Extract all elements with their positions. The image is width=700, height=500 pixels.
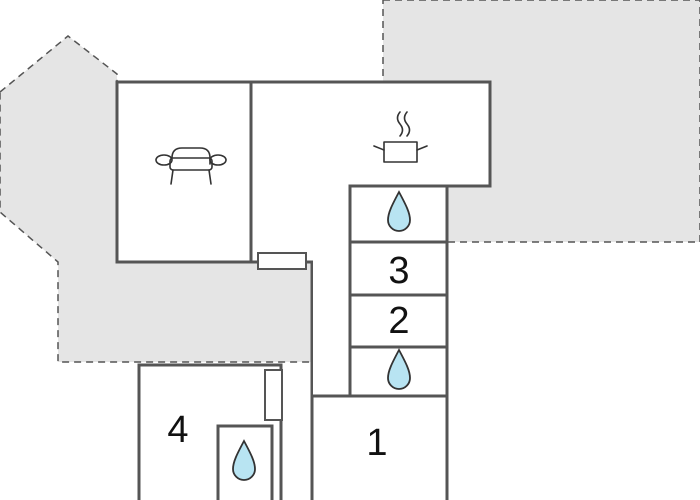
door-living xyxy=(257,252,307,270)
water-drop-icon xyxy=(387,190,411,232)
water-drop-icon xyxy=(232,439,256,481)
water-drop-icon xyxy=(387,348,411,390)
cooking-pot-icon xyxy=(373,111,428,163)
door-room-4 xyxy=(264,369,283,421)
sofa-icon xyxy=(155,147,227,185)
room-3-box xyxy=(348,240,449,297)
room-1-box xyxy=(310,394,449,500)
room-2-box xyxy=(348,293,449,349)
room-2-label: 2 xyxy=(388,300,409,342)
living-room xyxy=(115,80,253,264)
room-4-label: 4 xyxy=(167,409,188,451)
room-1-label: 1 xyxy=(366,422,387,464)
room-3-label: 3 xyxy=(388,250,409,292)
